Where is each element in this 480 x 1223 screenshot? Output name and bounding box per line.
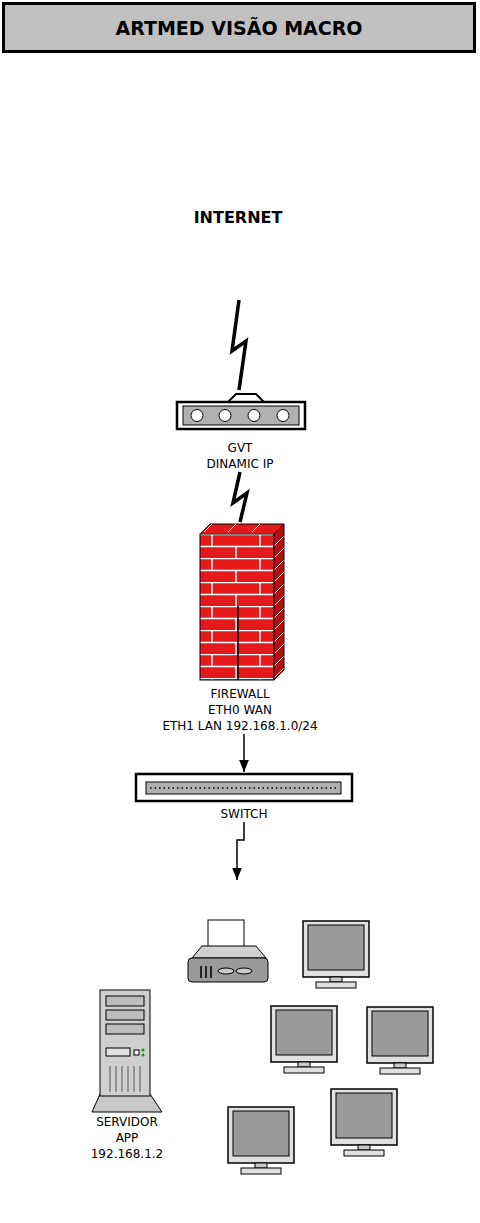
node-label: SWITCH xyxy=(220,806,267,822)
node-label: ETH0 WAN xyxy=(208,702,272,718)
node-label: 192.168.1.2 xyxy=(91,1146,164,1162)
node-label: SERVIDOR xyxy=(96,1114,158,1130)
diagram-title: ARTMED VISÃO MACRO xyxy=(116,17,363,39)
node-label: DINAMIC IP xyxy=(207,456,274,472)
firewall: FIREWALLETH0 WANETH1 LAN 192.168.1.0/24 xyxy=(140,522,340,734)
node-label: ETH1 LAN 192.168.1.0/24 xyxy=(162,718,317,734)
node-label: FIREWALL xyxy=(210,686,269,702)
lan-link xyxy=(243,734,245,772)
wan-link xyxy=(233,472,247,522)
wan-link xyxy=(232,300,246,390)
app-server: SERVIDORAPP192.168.1.2 xyxy=(64,988,190,1162)
node-label: APP xyxy=(116,1130,139,1146)
modem-router: GVTDINAMIC IP xyxy=(170,390,310,472)
internet-cloud: INTERNET xyxy=(118,130,358,306)
network-switch: SWITCH xyxy=(135,772,353,822)
lan-ellipse xyxy=(12,880,462,1220)
node-label: GVT xyxy=(228,440,253,456)
lan-area: SERVIDORAPP192.168.1.2 xyxy=(12,880,462,1220)
lan-link xyxy=(237,822,244,880)
title-bar: ARTMED VISÃO MACRO xyxy=(2,2,476,53)
node-label: INTERNET xyxy=(194,208,283,228)
